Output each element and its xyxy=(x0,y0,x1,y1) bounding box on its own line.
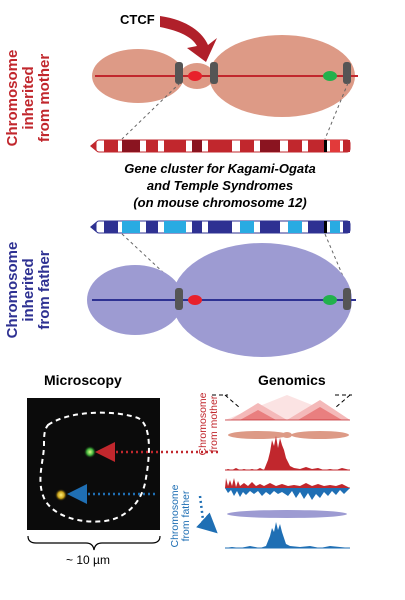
green-locus xyxy=(323,295,337,305)
scale-label: ~ 10 µm xyxy=(66,553,110,567)
gene-cluster-title-line1: Gene cluster for Kagami-Ogata xyxy=(124,161,316,176)
genomics-heading: Genomics xyxy=(258,372,326,388)
boundary-marker xyxy=(175,288,183,310)
maternal-guide-lines xyxy=(121,82,349,140)
maternal-signal-track-2 xyxy=(225,478,350,488)
boundary-marker xyxy=(343,288,351,310)
nucleus-outline xyxy=(39,411,150,523)
small-mother-label: Chromosome from mother xyxy=(197,392,221,456)
green-spot xyxy=(84,446,96,458)
mother-chromosome-label: Chromosome inherited from mother xyxy=(4,49,53,147)
genomics-panel xyxy=(212,394,352,549)
boundary-marker xyxy=(343,62,351,84)
paternal-signal-track-1 xyxy=(225,488,350,500)
paternal-domain-track xyxy=(227,510,347,518)
yellow-spot xyxy=(55,489,67,501)
boundary-marker xyxy=(210,62,218,84)
paternal-signal-track-2 xyxy=(225,522,350,548)
gene-cluster-title-line2: and Temple Syndromes xyxy=(146,178,294,193)
paternal-chromosome xyxy=(87,243,356,357)
small-father-label: Chromosome from father xyxy=(169,484,193,548)
maternal-signal-track-1 xyxy=(225,436,350,470)
maternal-ideogram xyxy=(90,139,351,153)
red-locus xyxy=(188,295,202,305)
microscopy-heading: Microscopy xyxy=(44,372,122,388)
red-locus xyxy=(188,71,202,81)
paternal-arrow-right xyxy=(196,495,218,534)
father-chromosome-label: Chromosome inherited from father xyxy=(4,241,53,339)
gene-cluster-title-line3: (on mouse chromosome 12) xyxy=(133,195,307,210)
scale-bracket xyxy=(27,535,161,551)
maternal-domain-track xyxy=(228,431,288,439)
paternal-ideogram xyxy=(90,220,351,234)
green-locus xyxy=(323,71,337,81)
boundary-marker xyxy=(175,62,183,84)
microscopy-image xyxy=(27,398,161,551)
maternal-chromosome xyxy=(92,35,358,117)
ctcf-arrow xyxy=(160,16,217,62)
ctcf-label: CTCF xyxy=(120,12,155,27)
